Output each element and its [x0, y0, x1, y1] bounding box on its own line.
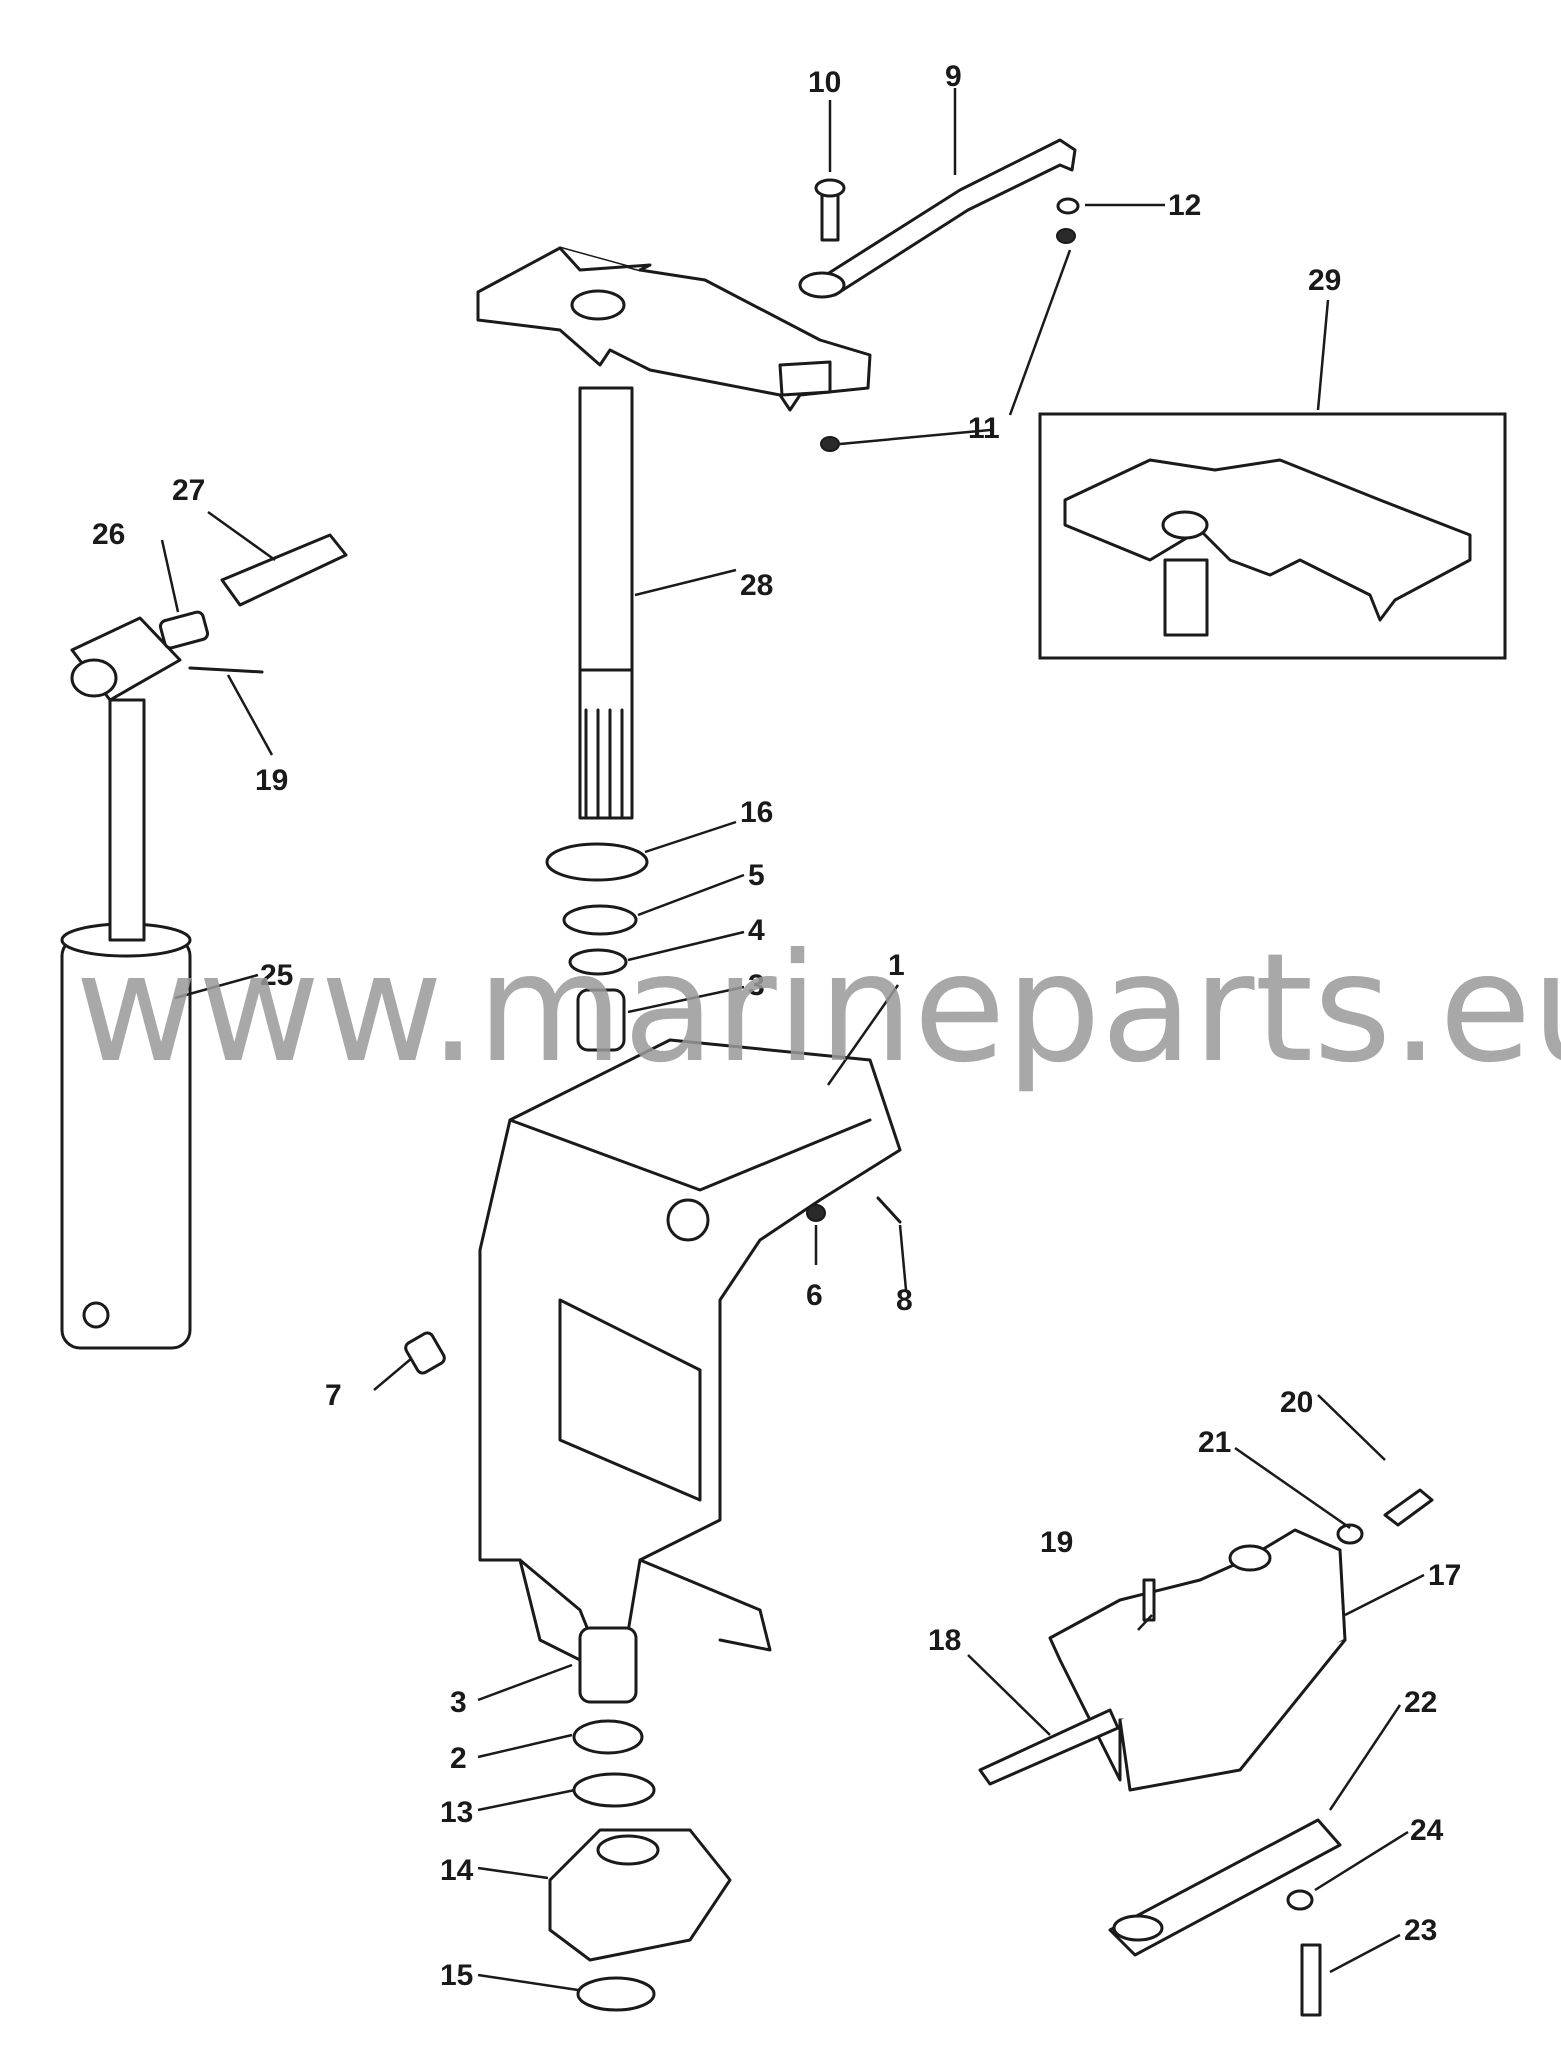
- callout-28: 28: [740, 569, 773, 602]
- callout-12: 12: [1168, 189, 1201, 222]
- trim-cylinder: [60, 616, 192, 1350]
- callout-17: 17: [1428, 1559, 1461, 1592]
- o-ring: [568, 948, 628, 976]
- callout-13: 13: [440, 1796, 473, 1829]
- callout-11: 11: [968, 412, 1000, 445]
- lower-yoke: [548, 1828, 732, 1962]
- lower-washer: [572, 1772, 656, 1808]
- upper-bushing: [576, 988, 626, 1052]
- transom-bracket: [1048, 1528, 1347, 1792]
- lower-seal: [572, 1719, 644, 1755]
- washer: [1336, 1523, 1364, 1545]
- callout-16: 16: [740, 796, 773, 829]
- leader-lines: [160, 88, 1425, 1992]
- callout-24: 24: [1410, 1814, 1444, 1847]
- callout-19: 19: [255, 764, 288, 797]
- callout-15: 15: [440, 1959, 473, 1992]
- pivot-pin: [220, 533, 348, 607]
- callout-6: 6: [806, 1279, 823, 1312]
- screw: [876, 1196, 902, 1224]
- callout-19-lower: 19: [1040, 1526, 1073, 1559]
- steering-arm-alt: [1063, 458, 1472, 637]
- cotter-pin: [188, 666, 264, 674]
- grease-fitting: [404, 1331, 446, 1375]
- callout-25: 25: [260, 959, 293, 992]
- callout-3: 3: [748, 969, 765, 1002]
- callout-1: 1: [888, 949, 905, 982]
- callout-23: 23: [1404, 1914, 1437, 1947]
- bolt: [1300, 1943, 1322, 2017]
- nut: [1056, 228, 1076, 244]
- lower-bushing: [578, 1626, 638, 1704]
- thrust-washer: [545, 842, 649, 882]
- nut: [806, 1204, 826, 1222]
- callout-4: 4: [748, 914, 765, 947]
- callout-8: 8: [896, 1284, 913, 1317]
- lower-ring: [576, 1976, 656, 2012]
- callout-10: 10: [808, 66, 841, 99]
- bolt: [1383, 1488, 1434, 1527]
- tie-bar: [798, 138, 1077, 299]
- callout-20: 20: [1280, 1386, 1313, 1419]
- nut: [820, 436, 840, 452]
- callout-22: 22: [1404, 1686, 1437, 1719]
- swivel-shaft: [578, 386, 634, 820]
- swivel-bracket: [478, 1038, 902, 1682]
- callout-3-lower: 3: [450, 1686, 467, 1719]
- callout-5: 5: [748, 859, 765, 892]
- seal: [562, 904, 638, 936]
- washer: [1286, 1889, 1314, 1911]
- tilt-tube-support: [1108, 1818, 1342, 1957]
- watermark: www.marineparts.eu: [75, 922, 1561, 1096]
- inset-box: [1038, 412, 1507, 660]
- bolt: [814, 178, 846, 242]
- callout-29: 29: [1308, 264, 1341, 297]
- washer: [1056, 197, 1080, 215]
- tilt-pin: [978, 1708, 1120, 1786]
- callout-14: 14: [440, 1854, 474, 1887]
- callout-21: 21: [1198, 1426, 1231, 1459]
- callout-18: 18: [928, 1624, 961, 1657]
- bushing: [158, 610, 210, 650]
- callout-7: 7: [325, 1379, 342, 1412]
- steering-arm: [476, 246, 872, 412]
- callout-9: 9: [945, 60, 962, 93]
- callout-2: 2: [450, 1742, 467, 1775]
- callout-27: 27: [172, 474, 205, 507]
- stud: [1142, 1578, 1156, 1622]
- callout-26: 26: [92, 518, 125, 551]
